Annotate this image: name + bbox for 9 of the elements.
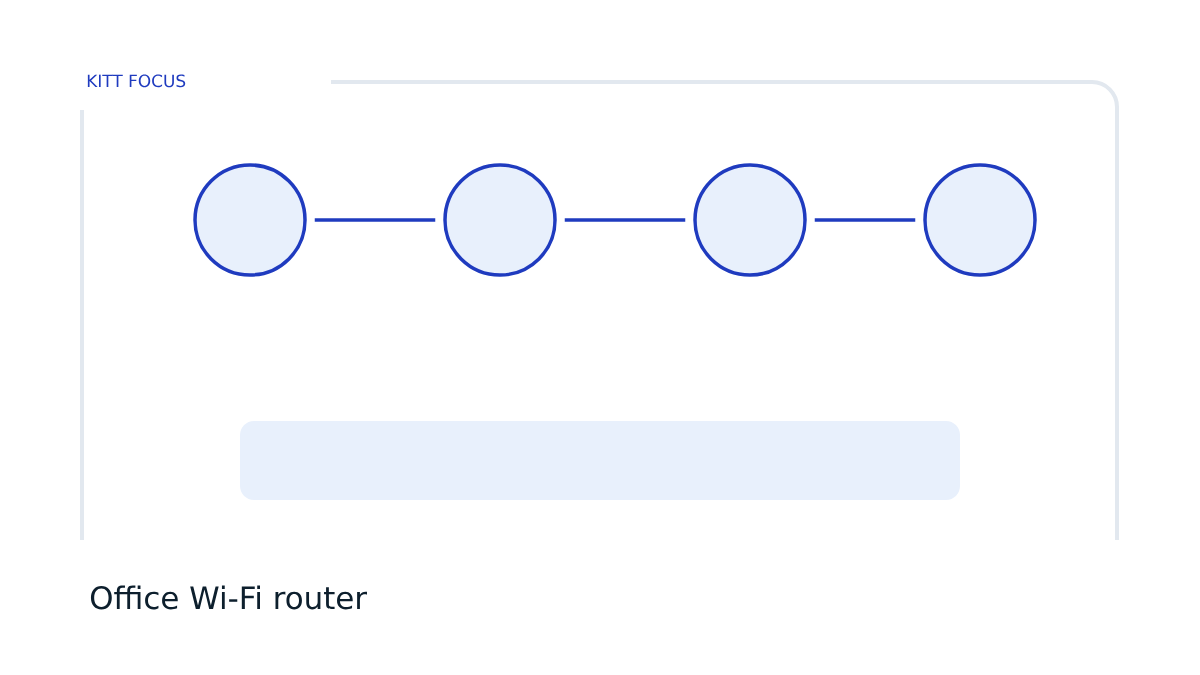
- connector-line: [814, 218, 916, 222]
- circle: [693, 163, 807, 277]
- circle: [193, 163, 307, 277]
- caption: Office Wi-Fi router: [90, 585, 367, 610]
- connector-line: [564, 218, 686, 222]
- connector-line: [314, 218, 436, 222]
- circle: [923, 163, 1037, 277]
- circle: [443, 163, 557, 277]
- frame-heading: KITT FOCUS: [87, 74, 186, 88]
